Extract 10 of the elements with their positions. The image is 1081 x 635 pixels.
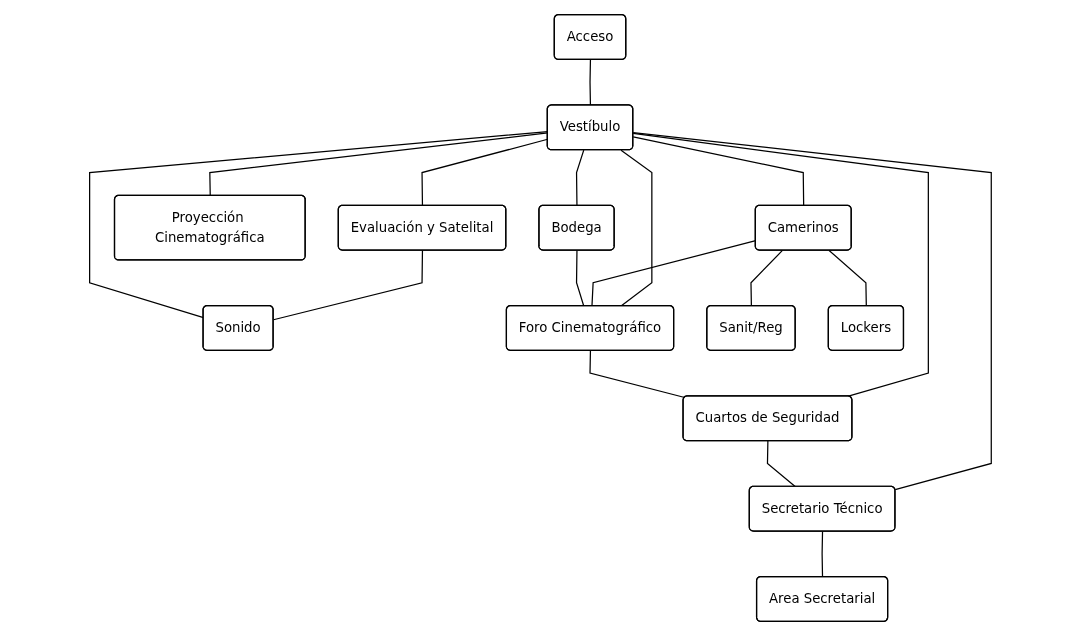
connector — [828, 249, 867, 307]
connector — [632, 132, 929, 397]
connector — [620, 149, 653, 307]
connector — [821, 530, 824, 578]
connector — [632, 131, 992, 490]
connector — [575, 249, 585, 307]
connector — [632, 135, 805, 206]
connector — [575, 149, 585, 206]
connector — [589, 58, 592, 106]
connector — [750, 249, 784, 307]
